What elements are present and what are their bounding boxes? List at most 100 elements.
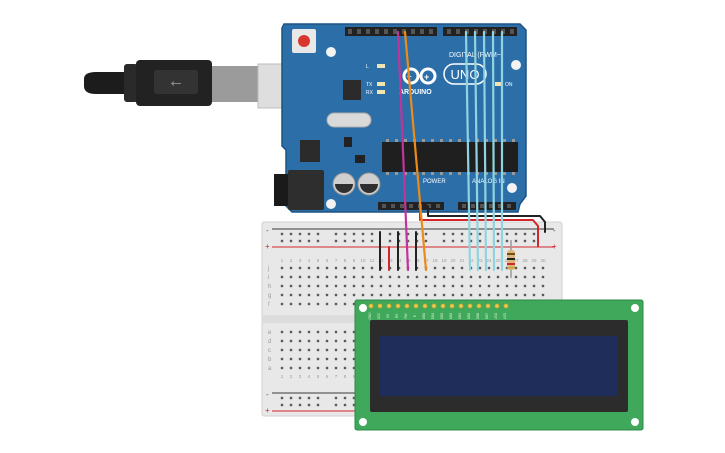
wire-magenta[interactable] [396, 30, 410, 272]
lcd-pin-label: LED [494, 312, 498, 319]
lcd-pin[interactable] [440, 303, 446, 309]
column-number: 14 [396, 258, 402, 263]
column-number: 1 [281, 258, 284, 263]
row-letter: j [267, 266, 269, 272]
lcd-pin-label: DB2 [440, 313, 444, 319]
column-number: 1 [281, 374, 284, 379]
led-on [495, 82, 503, 86]
wire-gnd-to-rail[interactable] [427, 205, 546, 233]
lcd-pin[interactable] [368, 303, 374, 309]
arduino-logo [402, 67, 437, 85]
row-letter: c [268, 348, 271, 354]
column-number: 30 [540, 258, 546, 263]
lcd-mounting-hole [631, 304, 639, 312]
lcd-pin-label: V0 [386, 314, 390, 318]
column-number: 8 [344, 258, 347, 263]
wire-cyan-1[interactable] [464, 30, 472, 272]
column-number: 2 [290, 374, 293, 379]
digital-header-right [443, 27, 517, 36]
row-letter: e [268, 330, 272, 336]
lcd-pin[interactable] [422, 303, 428, 309]
column-number: 24 [486, 258, 492, 263]
mounting-hole [511, 60, 521, 70]
lcd-pin[interactable] [467, 303, 473, 309]
lcd-pin-label: DB1 [431, 313, 435, 319]
usb-controller-chip [343, 80, 361, 100]
column-number: 13 [387, 258, 393, 263]
svg-text:-: - [266, 390, 269, 399]
mounting-hole [326, 47, 336, 57]
wire-cyan-3[interactable] [482, 30, 488, 272]
row-letter: g [268, 293, 271, 299]
resistor[interactable] [507, 240, 515, 278]
svg-text:+: + [552, 242, 557, 251]
lcd-pin[interactable] [476, 303, 482, 309]
voltage-regulator [300, 140, 320, 162]
lcd-pin-label: DB6 [476, 313, 480, 319]
column-number: 4 [308, 258, 311, 263]
led-label-on: ON [505, 82, 513, 88]
lcd-pin[interactable] [386, 303, 392, 309]
top-rail-plus-label: + [265, 242, 270, 251]
lcd-pin[interactable] [449, 303, 455, 309]
analog-header [458, 202, 516, 210]
wire-cyan-4[interactable] [491, 30, 496, 272]
led-l [377, 64, 385, 68]
lcd-pin-label: RS [395, 314, 399, 318]
led-rx [377, 90, 385, 94]
column-number: 12 [378, 258, 384, 263]
column-number: 5 [317, 258, 320, 263]
row-letter: h [268, 284, 271, 290]
column-number: 10 [360, 258, 366, 263]
lcd-pin-label: DB5 [467, 313, 471, 319]
top-rail-minus-label: - [266, 226, 269, 235]
column-number: 23 [477, 258, 483, 263]
svg-text:+: + [265, 406, 270, 415]
lcd-pin-label: DB3 [449, 313, 453, 319]
lcd-pin[interactable] [458, 303, 464, 309]
crystal [326, 112, 372, 128]
lcd-pin[interactable] [485, 303, 491, 309]
lcd-pin-label: DB0 [422, 313, 426, 319]
row-letter: f [268, 302, 270, 308]
svg-text:+: + [424, 72, 429, 82]
column-number: 7 [335, 258, 338, 263]
column-number: 6 [326, 258, 329, 263]
lcd-pin[interactable] [494, 303, 500, 309]
lcd-pin[interactable] [395, 303, 401, 309]
led-label-l: L [366, 64, 369, 70]
column-number: 20 [450, 258, 456, 263]
column-number: 5 [317, 374, 320, 379]
lcd-pin-label: RW [404, 313, 408, 318]
row-letter: a [268, 366, 272, 372]
lcd-pin[interactable] [377, 303, 383, 309]
column-number: 9 [353, 258, 356, 263]
lcd-pin[interactable] [413, 303, 419, 309]
lcd-mounting-hole [631, 418, 639, 426]
lcd-pin[interactable] [431, 303, 437, 309]
wire-5v-to-rail[interactable] [419, 205, 539, 247]
svg-text:⭠: ⭠ [170, 75, 181, 91]
column-number: 11 [370, 258, 375, 263]
column-number: 3 [299, 258, 302, 263]
lcd-mounting-hole [359, 304, 367, 312]
wire-cyan-2[interactable] [473, 30, 480, 272]
column-number: 22 [468, 258, 474, 263]
column-number: 21 [459, 258, 465, 263]
row-letter: i [268, 275, 269, 281]
row-letter: d [268, 339, 271, 345]
uno-badge [443, 63, 487, 85]
lcd-pin-label: E [413, 315, 417, 317]
column-number: 27 [513, 258, 519, 263]
brand-label: ARDUINO [399, 89, 432, 96]
lcd-pin[interactable] [404, 303, 410, 309]
digital-header-left [345, 27, 437, 36]
lcd-pin[interactable] [503, 303, 509, 309]
lcd-pin-label: GND [368, 312, 372, 320]
arduino-uno-board[interactable]: DIGITAL (PWM~) L TX RX ON – + ARDUINO UN… [274, 23, 527, 213]
wire-orange[interactable] [403, 30, 428, 272]
